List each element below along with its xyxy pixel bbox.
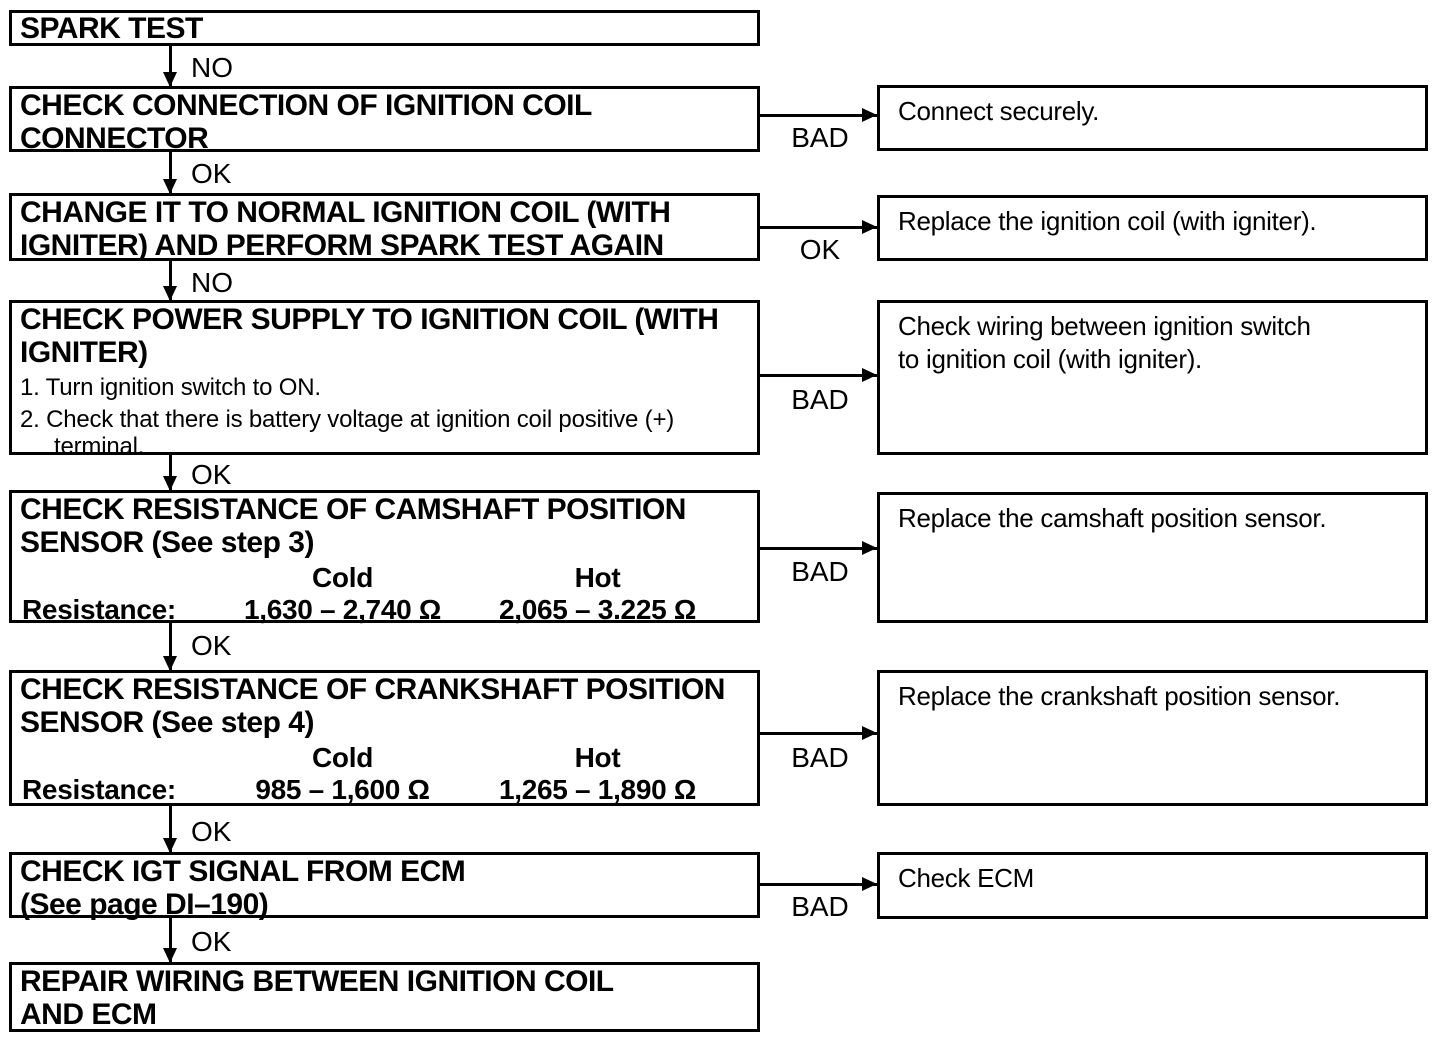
action-text-line: to ignition coil (with igniter). xyxy=(898,344,1202,374)
procedure-list: 1. Turn ignition switch to ON. 2. Check … xyxy=(12,374,757,460)
right-arrow xyxy=(760,541,877,555)
down-arrow-label: NO xyxy=(191,52,233,83)
flow-box-camshaft-resistance: CHECK RESISTANCE OF CAMSHAFT POSITION SE… xyxy=(9,490,760,626)
arrowhead-right-icon xyxy=(862,726,877,740)
down-arrow xyxy=(163,455,177,491)
arrowhead-right-icon xyxy=(862,541,877,555)
box-title-line: SENSOR (See step 4) xyxy=(20,706,314,739)
box-title-line: CHECK RESISTANCE OF CAMSHAFT POSITION xyxy=(20,493,686,526)
box-title-line: CONNECTOR xyxy=(20,122,209,155)
down-arrow-label: OK xyxy=(191,630,232,661)
flow-box-change-coil: CHANGE IT TO NORMAL IGNITION COIL (WITH … xyxy=(9,193,760,262)
flow-box-check-igt-signal: CHECK IGT SIGNAL FROM ECM (See page DI–1… xyxy=(9,852,760,921)
spec-hot-header: Hot xyxy=(574,562,621,593)
arrowhead-down-icon xyxy=(163,948,177,963)
flow-box-action-replace-coil: Replace the ignition coil (with igniter)… xyxy=(877,195,1428,261)
down-arrow xyxy=(163,806,177,853)
down-arrow-label: OK xyxy=(191,926,232,957)
box-title-line: CHECK IGT SIGNAL FROM ECM xyxy=(20,855,466,888)
arrowhead-right-icon xyxy=(862,877,877,891)
box-title-line: (See page DI–190) xyxy=(20,888,269,921)
spec-value-row: Resistance: 985 – 1,600 Ω 1,265 – 1,890 … xyxy=(12,774,757,806)
arrowhead-right-icon xyxy=(862,368,877,382)
spec-hot-value: 2,065 – 3.225 Ω xyxy=(499,594,696,625)
spec-hot-header: Hot xyxy=(574,742,621,773)
spec-hot-value: 1,265 – 1,890 Ω xyxy=(499,774,696,805)
flow-box-check-connection: CHECK CONNECTION OF IGNITION COIL CONNEC… xyxy=(9,86,760,155)
arrowhead-right-icon xyxy=(862,220,877,234)
box-title-line: REPAIR WIRING BETWEEN IGNITION COIL xyxy=(20,965,614,998)
flow-box-check-power-supply: CHECK POWER SUPPLY TO IGNITION COIL (WIT… xyxy=(9,300,760,460)
flow-box-crankshaft-resistance: CHECK RESISTANCE OF CRANKSHAFT POSITION … xyxy=(9,670,760,806)
flow-box-action-check-wiring: Check wiring between ignition switch to … xyxy=(877,300,1428,455)
action-text-line: Replace the crankshaft position sensor. xyxy=(898,681,1341,711)
spec-header-row: Cold Hot xyxy=(12,563,757,593)
branch-label: BAD xyxy=(791,891,849,922)
spec-header-spacer xyxy=(12,563,220,593)
box-title-line: CHECK RESISTANCE OF CRANKSHAFT POSITION xyxy=(20,673,725,706)
down-arrow-label: NO xyxy=(191,267,233,298)
down-arrow xyxy=(163,46,177,87)
right-arrow xyxy=(760,108,877,122)
spec-cold-header: Cold xyxy=(311,562,373,593)
branch-label: BAD xyxy=(791,384,849,415)
flow-box-spark-test: SPARK TEST xyxy=(9,10,760,46)
down-arrow-label: OK xyxy=(191,158,232,189)
spec-row-label: Resistance: xyxy=(22,594,176,625)
action-text-line: Check ECM xyxy=(898,863,1034,893)
spec-row-label: Resistance: xyxy=(22,774,176,805)
procedure-item: 2. Check that there is battery voltage a… xyxy=(20,406,675,460)
box-title-line: SENSOR (See step 3) xyxy=(20,526,314,559)
box-title-line: IGNITER) xyxy=(20,336,148,369)
arrowhead-down-icon xyxy=(163,838,177,853)
arrowhead-right-icon xyxy=(862,108,877,122)
branch-label: BAD xyxy=(791,122,849,153)
flow-box-action-replace-camshaft-sensor: Replace the camshaft position sensor. xyxy=(877,492,1428,623)
spec-header-row: Cold Hot xyxy=(12,743,757,773)
arrowhead-down-icon xyxy=(163,179,177,194)
right-arrow xyxy=(760,877,877,891)
right-arrow xyxy=(760,726,877,740)
right-arrow xyxy=(760,368,877,382)
procedure-item: 1. Turn ignition switch to ON. xyxy=(20,374,321,401)
spec-cold-value: 985 – 1,600 Ω xyxy=(255,774,430,805)
arrowhead-down-icon xyxy=(163,476,177,491)
down-arrow-label: OK xyxy=(191,816,232,847)
down-arrow xyxy=(163,623,177,671)
box-title-line: CHANGE IT TO NORMAL IGNITION COIL (WITH xyxy=(20,196,671,229)
box-title-line: IGNITER) AND PERFORM SPARK TEST AGAIN xyxy=(20,229,664,262)
right-arrow xyxy=(760,220,877,234)
action-text-line: Connect securely. xyxy=(898,96,1100,126)
branch-label: BAD xyxy=(791,556,849,587)
spec-cold-header: Cold xyxy=(311,742,373,773)
spec-value-row: Resistance: 1,630 – 2,740 Ω 2,065 – 3.22… xyxy=(12,594,757,626)
branch-label: BAD xyxy=(791,742,849,773)
spec-cold-value: 1,630 – 2,740 Ω xyxy=(244,594,441,625)
flow-box-action-check-ecm: Check ECM xyxy=(877,852,1428,919)
flow-box-repair-wiring: REPAIR WIRING BETWEEN IGNITION COIL AND … xyxy=(9,962,760,1032)
action-text-line: Replace the camshaft position sensor. xyxy=(898,503,1327,533)
down-arrow-label: OK xyxy=(191,459,232,490)
box-title: SPARK TEST xyxy=(20,12,203,45)
arrowhead-down-icon xyxy=(163,286,177,301)
flow-box-action-connect-securely: Connect securely. xyxy=(877,85,1428,151)
down-arrow xyxy=(163,152,177,194)
down-arrow xyxy=(163,261,177,301)
arrowhead-down-icon xyxy=(163,72,177,87)
box-title-line: CHECK CONNECTION OF IGNITION COIL xyxy=(20,89,592,122)
box-title-line: AND ECM xyxy=(20,998,157,1031)
down-arrow xyxy=(163,918,177,963)
spec-header-spacer xyxy=(12,743,220,773)
box-title-line: CHECK POWER SUPPLY TO IGNITION COIL (WIT… xyxy=(20,303,719,336)
arrowhead-down-icon xyxy=(163,656,177,671)
action-text-line: Check wiring between ignition switch xyxy=(898,311,1311,341)
action-text-line: Replace the ignition coil (with igniter)… xyxy=(898,206,1317,236)
branch-label: OK xyxy=(799,234,841,265)
flow-box-action-replace-crankshaft-sensor: Replace the crankshaft position sensor. xyxy=(877,670,1428,806)
